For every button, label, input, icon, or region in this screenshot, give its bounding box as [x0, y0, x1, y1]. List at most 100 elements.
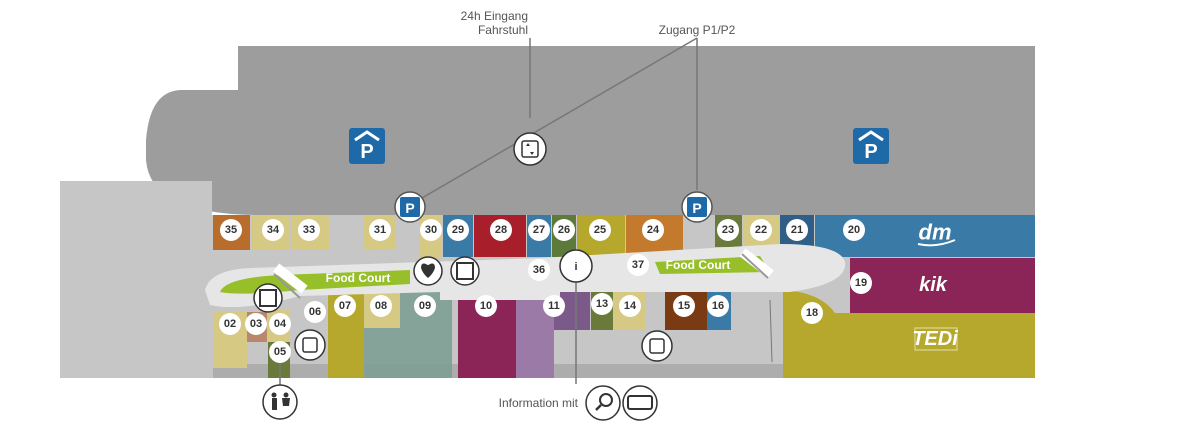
parking-letter-access-right: P: [692, 200, 701, 216]
shop-marker-07[interactable]: 07: [334, 295, 356, 317]
shop-number-30: 30: [425, 224, 437, 236]
elevator-left-icon: [294, 329, 326, 361]
shop-marker-14[interactable]: 14: [619, 295, 641, 317]
shop-marker-34[interactable]: 34: [262, 219, 284, 241]
shop-marker-30[interactable]: 30: [420, 219, 442, 241]
entrance-label-line2: Fahrstuhl: [478, 23, 528, 37]
escalator-right-icon: [739, 248, 774, 279]
dm-logo: dm: [919, 220, 952, 245]
parking-letter-access-left: P: [405, 200, 414, 216]
dm-logo-swoosh: [917, 239, 956, 247]
entrance-label-line1: 24h Eingang: [461, 9, 528, 23]
shop-marker-36[interactable]: 36: [528, 259, 550, 281]
access-label: Zugang P1/P2: [659, 23, 736, 37]
shop-number-20: 20: [848, 224, 860, 236]
shop-marker-22[interactable]: 22: [750, 219, 772, 241]
shop-number-26: 26: [558, 224, 570, 236]
shop-number-11: 11: [548, 300, 560, 312]
information-icon: i: [559, 249, 593, 283]
parking-letter-right: P: [864, 141, 877, 163]
shop-marker-27[interactable]: 27: [528, 219, 550, 241]
shop-area-tedi: [783, 290, 1035, 378]
shop-marker-04[interactable]: 04: [269, 313, 291, 335]
parking-sign-left: P: [349, 128, 385, 164]
shop-marker-37[interactable]: 37: [627, 254, 649, 276]
atm-center-icon: [450, 256, 480, 286]
shop-number-31: 31: [374, 224, 386, 236]
shop-marker-16[interactable]: 16: [707, 295, 729, 317]
shop-number-33: 33: [303, 224, 315, 236]
information-with-label: Information mit: [499, 396, 579, 410]
shop-marker-29[interactable]: 29: [447, 219, 469, 241]
shop-marker-31[interactable]: 31: [369, 219, 391, 241]
shop-marker-33[interactable]: 33: [298, 219, 320, 241]
shop-marker-09[interactable]: 09: [414, 295, 436, 317]
food-court-left-label: Food Court: [326, 271, 391, 285]
parking-sign-right: P: [853, 128, 889, 164]
shop-marker-25[interactable]: 25: [589, 219, 611, 241]
shop-marker-08[interactable]: 08: [370, 295, 392, 317]
defibrillator-icon: [413, 256, 443, 286]
shop-number-08: 08: [375, 300, 387, 312]
shop-marker-15[interactable]: 15: [673, 295, 695, 317]
tedi-logo: TEDi: [912, 328, 958, 350]
lost-and-found-icon: [585, 385, 621, 421]
parking-area: [146, 46, 1035, 215]
shop-number-14: 14: [624, 300, 637, 312]
shop-marker-10[interactable]: 10: [475, 295, 497, 317]
parking-access-left-icon: P: [394, 191, 426, 223]
shop-number-35: 35: [225, 224, 237, 236]
shop-marker-13[interactable]: 13: [591, 293, 613, 315]
shop-marker-03[interactable]: 03: [245, 313, 267, 335]
shop-number-27: 27: [533, 224, 545, 236]
elevator-center-icon: [641, 330, 673, 362]
shop-marker-26[interactable]: 26: [553, 219, 575, 241]
shop-marker-28[interactable]: 28: [490, 219, 512, 241]
shop-marker-18[interactable]: 18: [801, 302, 823, 324]
shop-marker-35[interactable]: 35: [220, 219, 242, 241]
shop-number-19: 19: [855, 277, 867, 289]
shop-area-kik: [850, 258, 1035, 313]
shop-marker-24[interactable]: 24: [642, 219, 664, 241]
shop-marker-05[interactable]: 05: [269, 341, 291, 363]
shop-number-09: 09: [419, 300, 431, 312]
shop-marker-23[interactable]: 23: [717, 219, 739, 241]
wheelchair-rental-icon: [622, 385, 658, 421]
shop-marker-02[interactable]: 02: [219, 313, 241, 335]
shop-number-34: 34: [267, 224, 280, 236]
shop-number-28: 28: [495, 224, 507, 236]
shop-number-16: 16: [712, 300, 724, 312]
shop-number-03: 03: [250, 318, 262, 330]
shop-number-10: 10: [480, 300, 492, 312]
food-court-right: [655, 256, 770, 274]
shop-number-22: 22: [755, 224, 767, 236]
shop-number-24: 24: [647, 224, 660, 236]
shop-marker-19[interactable]: 19: [850, 272, 872, 294]
elevator-top-icon: [513, 132, 547, 166]
shop-number-06: 06: [309, 306, 321, 318]
shop-marker-11[interactable]: 11: [543, 295, 565, 317]
shop-number-21: 21: [791, 224, 803, 236]
information-symbol: i: [574, 261, 577, 273]
shop-number-15: 15: [678, 300, 690, 312]
atm-left-icon: [253, 283, 283, 313]
shop-number-23: 23: [722, 224, 734, 236]
escalator-left-icon: [273, 263, 308, 299]
corridor-line: [769, 299, 773, 363]
shop-number-37: 37: [632, 259, 644, 271]
shop-marker-06[interactable]: 06: [304, 301, 326, 323]
parking-letter-left: P: [360, 141, 373, 163]
restroom-icon: [262, 384, 298, 420]
kik-logo: kik: [919, 274, 948, 296]
food-court-right-label: Food Court: [666, 258, 731, 272]
shop-marker-21[interactable]: 21: [786, 219, 808, 241]
shop-number-02: 02: [224, 318, 236, 330]
shop-number-18: 18: [806, 307, 818, 319]
shop-number-36: 36: [533, 264, 545, 276]
shop-number-05: 05: [274, 346, 286, 358]
shop-marker-20[interactable]: 20: [843, 219, 865, 241]
tedi-logo-outline: [914, 327, 958, 351]
shop-number-07: 07: [339, 300, 351, 312]
parking-access-right-icon: P: [681, 191, 713, 223]
